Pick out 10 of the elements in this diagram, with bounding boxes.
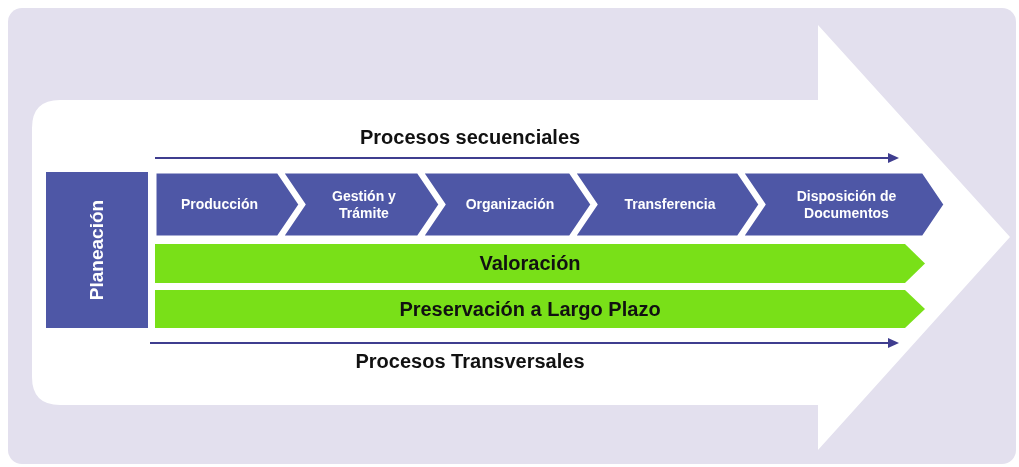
section-heading: Procesos Transversales bbox=[355, 350, 585, 373]
process-band: Valoración bbox=[155, 244, 925, 283]
process-band: Preservación a Largo Plazo bbox=[155, 290, 925, 328]
process-step: Disposición de Documentos bbox=[742, 172, 945, 237]
section-heading: Procesos secuenciales bbox=[360, 126, 581, 149]
process-step: Producción bbox=[155, 172, 300, 237]
process-step: Gestión y Trámite bbox=[282, 172, 440, 237]
process-step: Organización bbox=[422, 172, 592, 237]
phase-bar: Planeación bbox=[46, 172, 148, 328]
process-step: Transferencia bbox=[574, 172, 760, 237]
